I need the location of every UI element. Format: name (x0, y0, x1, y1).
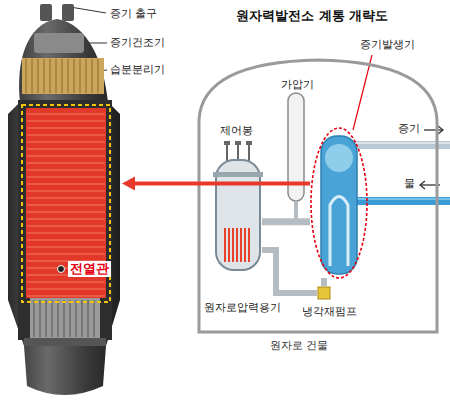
pipe-connector (324, 278, 325, 286)
node-label: 원자로압력용기 (204, 301, 281, 314)
steam-pipe (348, 141, 450, 149)
pipe-connector (262, 250, 317, 293)
part-label: 증기 출구 (110, 7, 158, 20)
coolant-pump-shape (317, 286, 331, 300)
flow-arrow (424, 126, 443, 134)
part-label: 습분분리기 (110, 63, 165, 76)
arrowhead (122, 177, 135, 191)
part-label: 제어봉 (220, 124, 253, 137)
diagram-title: 원자력발전소 계통 개략도 (236, 8, 388, 24)
node-label: 가압기 (281, 78, 314, 91)
pipe-connector (262, 202, 296, 222)
steam-generator-cutaway-shape (5, 2, 122, 402)
reactor-building: 원자로 건물원자로압력용기가압기증기발생기냉각재펌프 (197, 58, 439, 334)
connector-line (133, 182, 310, 186)
node-label: 전열관 (68, 261, 111, 277)
part-label: 증기건조기 (110, 36, 165, 49)
steam-generator: 증기발생기 (310, 128, 368, 278)
connector-line (262, 250, 317, 293)
reactor-vessel-shape (214, 158, 262, 272)
node-label: 냉각재펌프 (302, 305, 357, 318)
rod-heads (224, 141, 252, 145)
part-label: 증기 (398, 122, 420, 135)
node-label: 원자로 건물 (270, 339, 329, 352)
pipe-highlight (348, 142, 450, 144)
leader-line (353, 55, 372, 130)
part-label: 물 (404, 177, 415, 190)
node-label: 증기발생기 (360, 38, 415, 51)
coolant-pump: 냉각재펌프 (317, 286, 331, 300)
connector-line (321, 278, 327, 286)
steam-generator-cutaway: 전열관 (5, 2, 122, 402)
reactor-vessel: 원자로압력용기 (214, 158, 262, 272)
steam-generator-shape (310, 128, 368, 278)
connector-line (262, 202, 296, 222)
